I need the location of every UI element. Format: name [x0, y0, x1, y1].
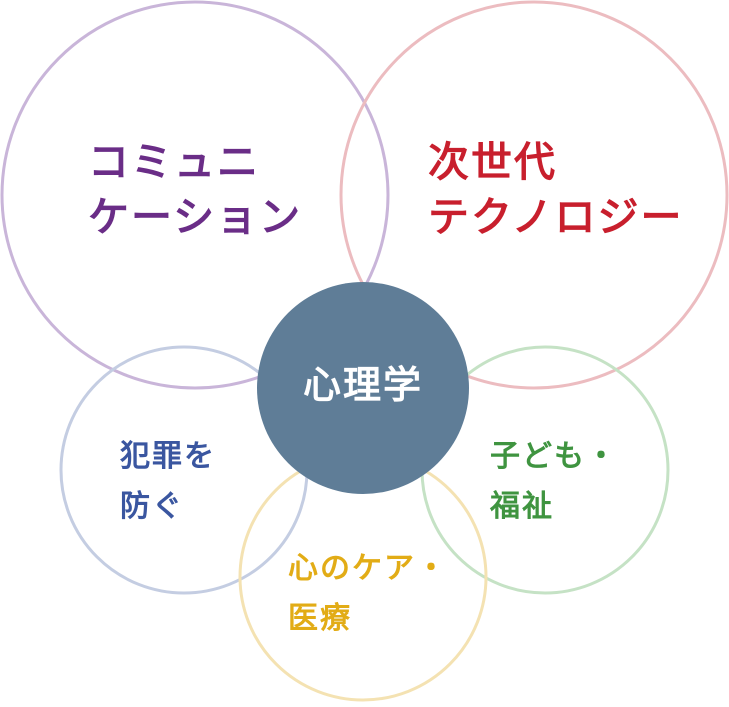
- children-label: 子ども・ 福祉: [490, 432, 618, 532]
- center-label: 心理学: [302, 363, 423, 407]
- communication-label-line2: ケーション: [88, 193, 303, 241]
- crime-label: 犯罪を 防ぐ: [120, 432, 216, 532]
- mentalcare-label-line1: 心のケア・: [288, 551, 448, 586]
- communication-label: コミュニ ケーション: [88, 135, 302, 245]
- communication-circle: [0, 0, 390, 390]
- communication-label-line1: コミュニ: [88, 138, 260, 186]
- technology-label-line1: 次世代: [428, 138, 557, 186]
- children-label-line1: 子ども・: [490, 439, 618, 474]
- technology-label: 次世代 テクノロジー: [428, 135, 684, 245]
- children-label-line2: 福祉: [490, 489, 554, 524]
- technology-label-line2: テクノロジー: [428, 193, 684, 241]
- mentalcare-label-line2: 医療: [288, 601, 352, 636]
- technology-circle: [339, 0, 729, 390]
- mentalcare-label: 心のケア・ 医療: [288, 544, 448, 644]
- crime-label-line1: 犯罪を: [120, 439, 216, 474]
- center-circle: [257, 282, 469, 494]
- crime-label-line2: 防ぐ: [120, 489, 184, 524]
